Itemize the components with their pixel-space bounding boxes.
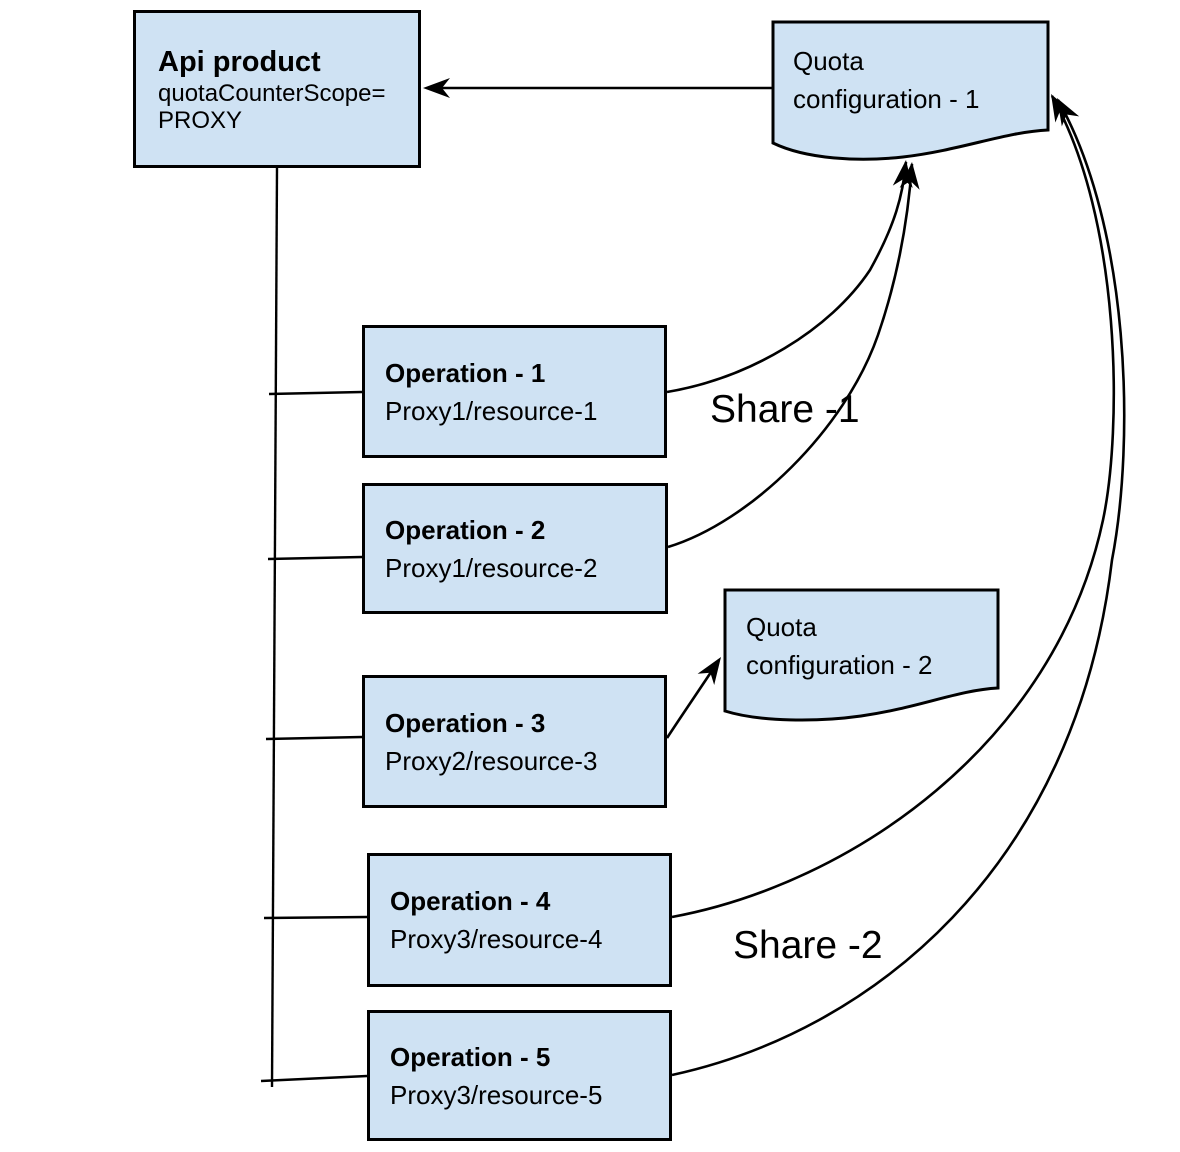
api-product-quota-scope-line2: PROXY — [158, 107, 243, 134]
operation-4-resource: Proxy3/resource-4 — [390, 924, 603, 954]
operation-4-node: Operation - 4 Proxy3/resource-4 — [367, 853, 672, 987]
api-product-node: Api product quotaCounterScope= PROXY — [133, 10, 421, 168]
edge-branch-operation-4 — [263, 915, 368, 920]
quota-config-2-label: Quota configuration - 2 — [746, 608, 932, 684]
quota-config-1-label: Quota configuration - 1 — [793, 42, 979, 118]
edge-branch-operation-3 — [265, 735, 363, 741]
operation-3-name: Operation - 3 — [385, 707, 546, 738]
quota-config-1-shape — [771, 20, 1050, 161]
arrowhead-quota1-to-api-product — [423, 78, 450, 98]
arrowhead-operation-2-to-quota1 — [899, 162, 920, 190]
operation-3-resource: Proxy2/resource-3 — [385, 745, 598, 776]
operation-2-node: Operation - 2 Proxy1/resource-2 — [362, 483, 668, 614]
quota-config-1-line2: configuration - 1 — [793, 84, 980, 114]
api-product-quota-scope-line1: quotaCounterScope= — [158, 80, 386, 107]
edge-operation-5-to-quota1 — [671, 99, 1126, 1077]
operation-5-resource: Proxy3/resource-5 — [390, 1079, 603, 1110]
edge-api-product-trunk — [270, 167, 279, 1088]
share-1-edge-label: Share -1 — [710, 388, 860, 431]
operation-2-resource: Proxy1/resource-2 — [385, 552, 598, 583]
operation-1-resource: Proxy1/resource-1 — [385, 395, 598, 426]
operation-1-node: Operation - 1 Proxy1/resource-1 — [362, 325, 667, 458]
edge-operation-1-to-quota1 — [666, 161, 908, 394]
quota-config-2-shape — [723, 588, 1000, 722]
operation-5-name: Operation - 5 — [390, 1041, 551, 1072]
operation-4-name: Operation - 4 — [390, 886, 551, 916]
operation-2-name: Operation - 2 — [385, 514, 546, 545]
quota-config-1-line1: Quota — [793, 46, 864, 76]
arrowhead-operation-5-to-quota1 — [1057, 98, 1080, 127]
operation-1-name: Operation - 1 — [385, 357, 546, 388]
edge-operation-4-to-quota1 — [671, 95, 1116, 919]
operation-5-node: Operation - 5 Proxy3/resource-5 — [367, 1010, 672, 1141]
edge-branch-operation-1 — [268, 390, 363, 396]
edge-operation-2-to-quota1 — [667, 163, 914, 549]
edge-branch-operation-5 — [260, 1074, 368, 1083]
share-2-edge-label: Share -2 — [733, 924, 883, 967]
arrowhead-operation-3-to-quota2 — [697, 657, 721, 685]
quota-config-2-line1: Quota — [746, 612, 817, 642]
api-product-title: Api product — [158, 46, 321, 78]
operation-3-node: Operation - 3 Proxy2/resource-3 — [362, 675, 667, 808]
edge-branch-operation-2 — [267, 555, 363, 561]
quota-config-2-line2: configuration - 2 — [746, 650, 933, 680]
